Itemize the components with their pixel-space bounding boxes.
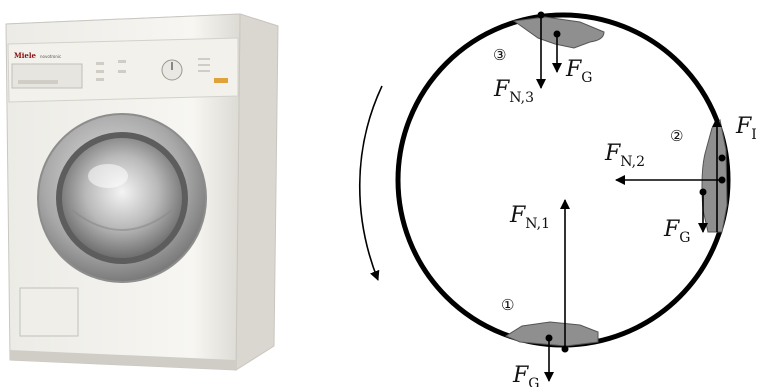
indicator-light xyxy=(214,78,228,83)
laundry-blob-1 xyxy=(504,321,599,347)
label-fg2: FG xyxy=(663,217,690,246)
label-fn3: FN,3 xyxy=(493,77,534,106)
laundry-blob-2 xyxy=(701,118,728,233)
label-fg1: FG xyxy=(512,363,539,387)
position-label-1: ① xyxy=(501,296,514,314)
force-diagram: ③ ② ① FN,3 FG FN,2 FG FI FN,1 FG xyxy=(358,11,757,387)
label-fg3: FG xyxy=(565,57,592,86)
position-label-3: ③ xyxy=(493,46,506,64)
label-fn1: FN,1 xyxy=(509,203,550,232)
washing-machine-photo: Miele novotronic xyxy=(5,13,279,371)
contact-dot-2a xyxy=(718,154,726,162)
label-fi-right: FI xyxy=(735,114,757,143)
model-text: novotronic xyxy=(40,54,61,59)
detergent-drawer xyxy=(11,63,83,89)
position-label-2: ② xyxy=(670,127,683,145)
drum-window xyxy=(62,138,182,258)
label-fn2: FN,2 xyxy=(604,141,645,170)
rotation-arrow xyxy=(358,85,383,281)
brand-logo: Miele xyxy=(14,51,37,60)
service-flap xyxy=(19,287,79,337)
